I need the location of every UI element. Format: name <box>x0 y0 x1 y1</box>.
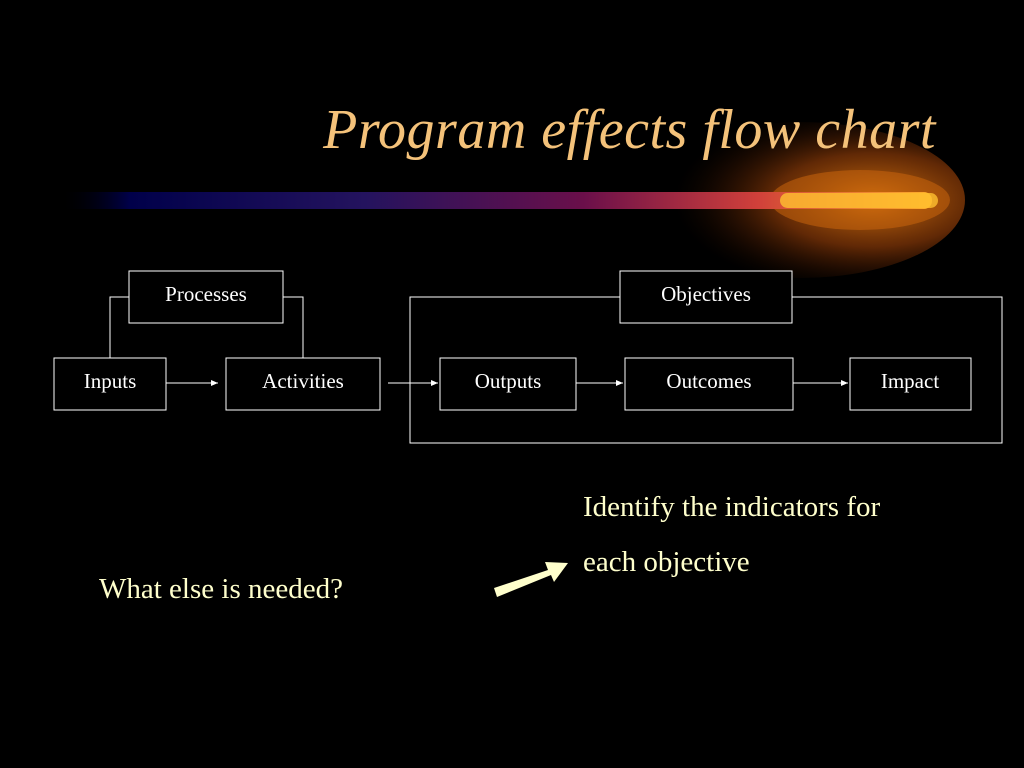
activities-label: Activities <box>262 369 344 393</box>
impact-node: Impact <box>849 357 972 411</box>
question-line: What else is needed? <box>99 573 343 605</box>
comet-head <box>780 193 938 208</box>
question-text: What else is needed? <box>99 562 343 617</box>
impact-label: Impact <box>881 369 939 393</box>
outcomes-label: Outcomes <box>666 369 751 393</box>
processes-connector <box>109 296 129 358</box>
processes-box: Processes <box>128 270 284 324</box>
inputs-label: Inputs <box>84 369 137 393</box>
comet-tail <box>60 192 932 209</box>
outcomes-node: Outcomes <box>624 357 794 411</box>
objectives-box: Objectives <box>619 270 793 324</box>
answer-line-1: Identify the indicators for <box>583 491 881 523</box>
processes-label: Processes <box>165 282 247 306</box>
outputs-node: Outputs <box>439 357 577 411</box>
inputs-node: Inputs <box>53 357 167 411</box>
answer-text: Identify the indicators for each objecti… <box>583 480 880 590</box>
processes-connector-right <box>283 296 304 358</box>
outputs-label: Outputs <box>475 369 542 393</box>
activities-node: Activities <box>225 357 381 411</box>
slide-title: Program effects flow chart <box>323 99 936 161</box>
objectives-label: Objectives <box>661 282 751 306</box>
answer-line-2: each objective <box>583 546 750 578</box>
